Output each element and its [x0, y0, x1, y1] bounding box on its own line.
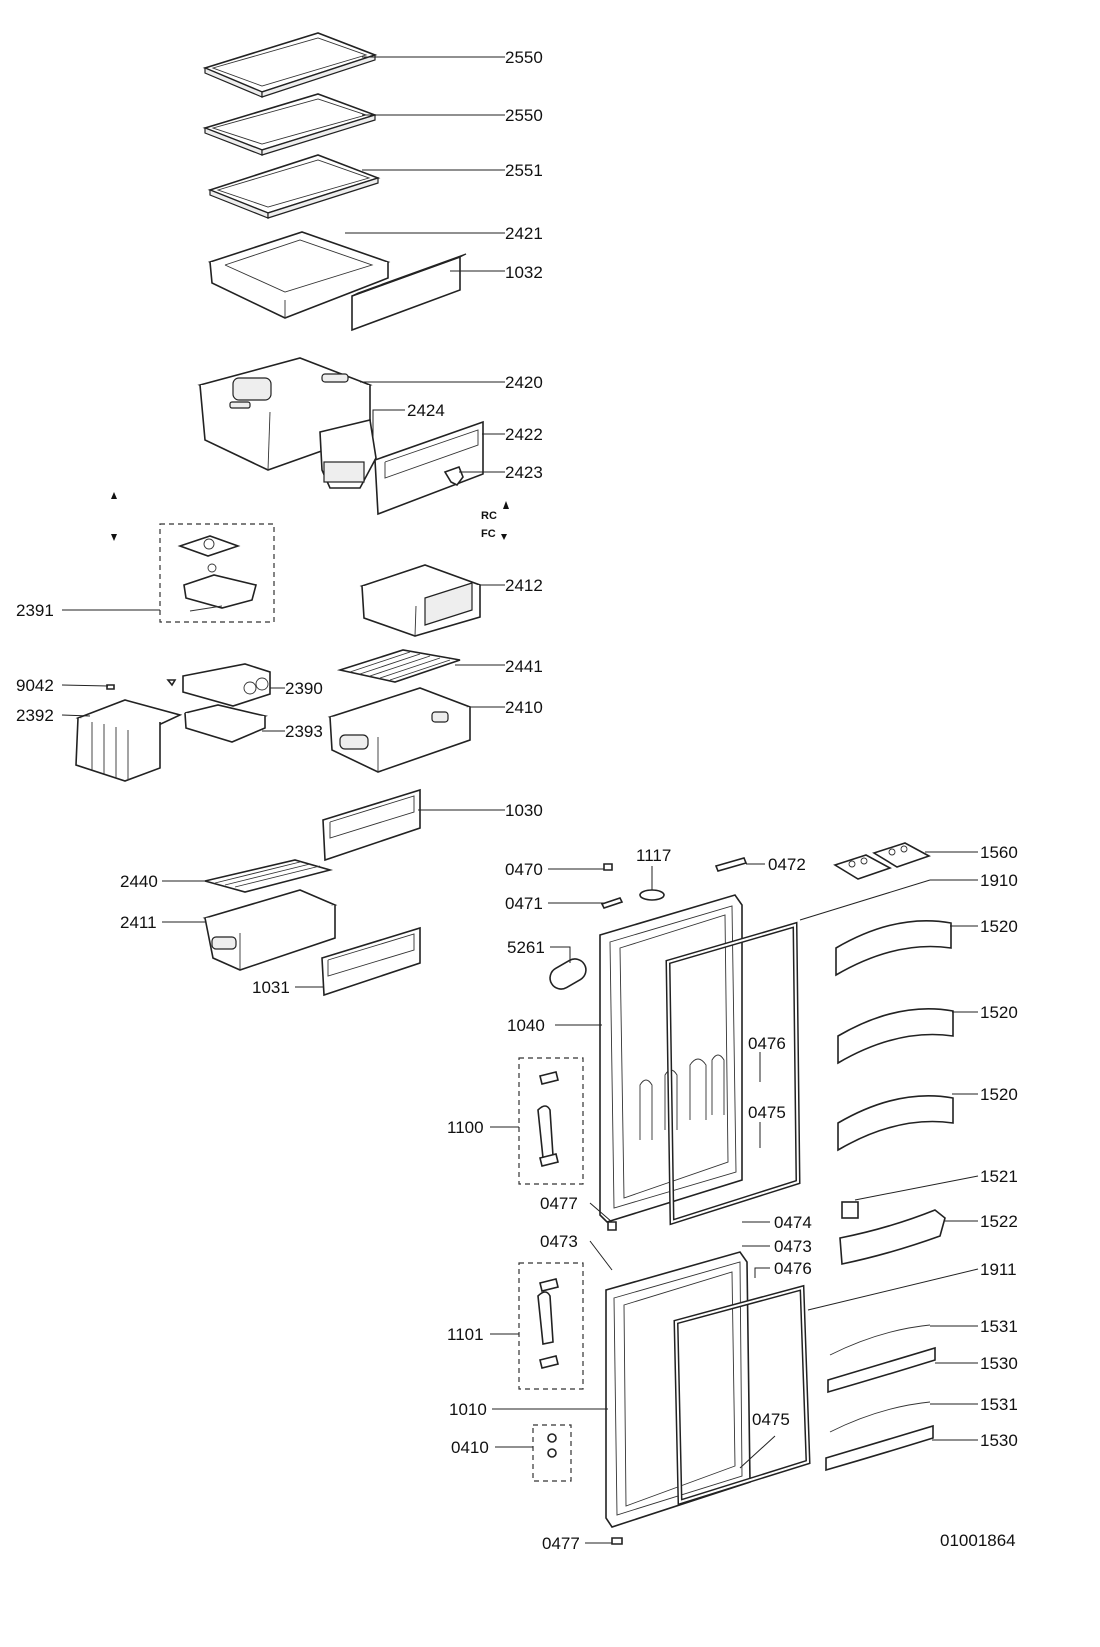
part-label: 1032: [505, 263, 543, 282]
fc-marker-label: FC: [481, 528, 496, 540]
leader-lines: [61, 56, 979, 1544]
wire-shelf-2440: [204, 859, 334, 893]
freezer-drawer-2411: [202, 889, 338, 971]
chiller-cover-1032: [351, 253, 467, 332]
rack-clip-1521: [841, 1201, 859, 1219]
part-label: 0410: [451, 1438, 489, 1457]
part-label: 2393: [285, 722, 323, 741]
part-label: 0474: [774, 1213, 812, 1232]
glass-shelf-2551: [207, 154, 381, 219]
part-label: 1530: [980, 1431, 1018, 1450]
wire-shelf-2441: [336, 649, 461, 683]
down-arrow-icon: [111, 534, 117, 541]
diagram-number: 01001864: [940, 1531, 1016, 1550]
part-label: 2421: [505, 224, 543, 243]
door-rack-1520-bottom: [837, 1095, 954, 1152]
door-rack-1520-top: [835, 920, 952, 977]
hinge-pin-0477-bottom: [611, 1537, 623, 1545]
door-gasket-1910: [665, 921, 801, 1226]
divider-2424: [319, 419, 377, 489]
part-label: 2390: [285, 679, 323, 698]
part-label: 2412: [505, 576, 543, 595]
part-label: 1010: [449, 1400, 487, 1419]
chiller-tray-2421: [207, 231, 391, 319]
freezer-rack-1530-bottom: [825, 1424, 934, 1472]
screw-9042: [106, 679, 177, 690]
part-label: 1520: [980, 917, 1018, 936]
part-label: 2550: [505, 48, 543, 67]
part-label: 2424: [407, 401, 445, 420]
freezer-drawer-2410: [327, 687, 473, 773]
part-label: 0476: [774, 1259, 812, 1278]
door-gasket-1911: [673, 1284, 811, 1506]
part-label: 0477: [542, 1534, 580, 1553]
drawer-front-1030: [322, 788, 421, 862]
up-arrow-icon: [111, 492, 117, 499]
part-label: 2440: [120, 872, 158, 891]
part-label: 0476: [748, 1034, 786, 1053]
part-label: 2391: [16, 601, 54, 620]
rc-fc-marker: RC FC: [481, 501, 509, 540]
part-label: 1520: [980, 1003, 1018, 1022]
door-rack-1520-middle: [837, 1008, 954, 1065]
part-label: 2411: [120, 913, 157, 932]
hinge-bracket-0477: [607, 1221, 617, 1231]
part-label: 0475: [748, 1103, 786, 1122]
part-label: 1530: [980, 1354, 1018, 1373]
part-label: 1531: [980, 1395, 1018, 1414]
part-label: 2551: [505, 161, 543, 180]
part-label: 0473: [774, 1237, 812, 1256]
part-label: 0477: [540, 1194, 578, 1213]
part-label: 2422: [505, 425, 543, 444]
handle-kit-1100: [518, 1057, 584, 1185]
part-label: 5261: [507, 938, 545, 957]
part-label: 1531: [980, 1317, 1018, 1336]
part-label: 0473: [540, 1232, 578, 1251]
crisper-cover-2422: [374, 420, 484, 516]
humidity-slider-2423: [443, 465, 464, 487]
part-label: 9042: [16, 676, 54, 695]
part-label: 2420: [505, 373, 543, 392]
part-label: 2441: [505, 657, 543, 676]
part-label: 2423: [505, 463, 543, 482]
part-label: 2410: [505, 698, 543, 717]
rc-marker-label: RC: [481, 510, 497, 522]
part-label: 2392: [16, 706, 54, 725]
part-label: 1522: [980, 1212, 1018, 1231]
part-label: 1040: [507, 1016, 545, 1035]
part-label: 1560: [980, 843, 1018, 862]
part-label: 1521: [980, 1167, 1018, 1186]
ice-container-2393: [184, 704, 269, 743]
part-label: 1030: [505, 801, 543, 820]
part-label: 0472: [768, 855, 806, 874]
hinge-kit-0410: [532, 1424, 572, 1482]
freezer-rack-1531-bottom: [829, 1401, 931, 1433]
egg-tray-1560: [833, 842, 931, 880]
part-label: 1911: [980, 1260, 1017, 1279]
part-label: 1520: [980, 1085, 1018, 1104]
part-label: 0475: [752, 1410, 790, 1429]
door-cap-parts: [549, 857, 748, 990]
ice-maker-kit-2391: [159, 523, 275, 623]
handle-kit-1101: [518, 1262, 584, 1390]
part-labels: 2550 2550 2551 2421 1032 2420 2424 2422 …: [16, 48, 1018, 1553]
ice-tray-2390: [182, 663, 271, 707]
part-label: 1101: [447, 1325, 484, 1344]
part-label: 2550: [505, 106, 543, 125]
door-rack-1522: [839, 1209, 946, 1265]
ice-bank-2392: [75, 699, 183, 782]
part-label: 0471: [505, 894, 543, 913]
freezer-rack-1530-top: [827, 1346, 936, 1394]
part-label: 1100: [447, 1118, 484, 1137]
drawer-front-1031: [321, 926, 421, 997]
part-label: 0470: [505, 860, 543, 879]
glass-shelf-2550-top: [202, 32, 378, 98]
part-label: 1117: [636, 846, 671, 865]
glass-shelf-2550-middle: [202, 93, 378, 156]
freezer-rack-1531-top: [829, 1324, 931, 1356]
part-label: 1910: [980, 871, 1018, 890]
drawer-2412: [359, 564, 483, 637]
part-label: 1031: [252, 978, 290, 997]
